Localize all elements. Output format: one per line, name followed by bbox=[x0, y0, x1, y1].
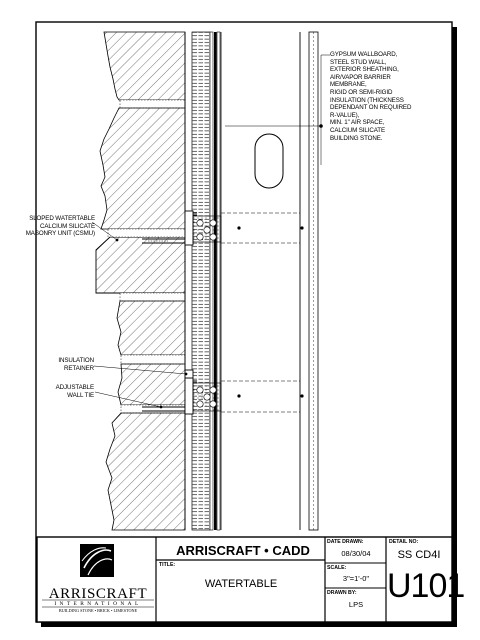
stone-unit bbox=[117, 363, 186, 406]
wall-tie-lower bbox=[142, 369, 304, 415]
leader-lines bbox=[91, 54, 330, 409]
note-line: AIR/VAPOR BARRIER bbox=[330, 73, 391, 81]
date-value: 08/30/04 bbox=[341, 549, 371, 558]
note-line: MEMBRANE, bbox=[330, 81, 367, 89]
note-line: RIGID OR SEMI-RIGID bbox=[330, 88, 393, 96]
sheathing-board bbox=[216, 31, 221, 531]
mortar-joint bbox=[120, 354, 186, 365]
note-insulation-retainer: INSULATION RETAINER bbox=[40, 357, 94, 372]
note-line: INSULATION bbox=[58, 357, 94, 364]
arriscraft-logo-mark bbox=[80, 544, 114, 577]
company-cadd-heading: ARRISCRAFT • CADD bbox=[176, 543, 310, 558]
note-line: DEPENDANT ON REQUIRED bbox=[330, 104, 412, 112]
note-line: MASONRY UNIT (CSMU) bbox=[25, 230, 95, 238]
scale-label: SCALE: bbox=[327, 565, 347, 571]
note-wall-assembly: GYPSUM WALLBOARD, STEEL STUD WALL, EXTER… bbox=[330, 51, 411, 142]
detail-number: U101 bbox=[387, 567, 465, 605]
note-line: RETAINER bbox=[63, 364, 94, 372]
mortar-joint bbox=[120, 404, 186, 414]
vapor-barrier bbox=[214, 32, 217, 530]
mortar-joint bbox=[107, 228, 186, 238]
detail-code: SS CD4I bbox=[397, 549, 441, 561]
stone-unit bbox=[105, 412, 186, 531]
note-line: WALL TIE bbox=[67, 391, 94, 399]
detail-number-label: DETAIL No: bbox=[389, 539, 419, 545]
logo-subtitle: INTERNATIONAL bbox=[54, 601, 142, 607]
sheet-border bbox=[35, 21, 457, 627]
note-line: EXTERIOR SHEATHING, bbox=[330, 66, 399, 74]
stone-unit bbox=[103, 31, 186, 101]
logo-tagline: BUILDING STONE • BRICK • LIMESTONE bbox=[58, 608, 138, 613]
note-line: SLOPED WATERTABLE bbox=[29, 215, 95, 222]
title-block bbox=[36, 536, 453, 623]
note-line: ADJUSTABLE bbox=[55, 384, 95, 391]
note-line: BUILDING STONE. bbox=[330, 134, 383, 142]
logo-company-name: ARRISCRAFT bbox=[48, 586, 148, 602]
wall-tie-upper bbox=[142, 210, 304, 246]
drawing-title: WATERTABLE bbox=[204, 578, 278, 590]
exterior-sheathing bbox=[209, 31, 214, 531]
rigid-insulation bbox=[191, 31, 211, 531]
scale-value: 3"=1'-0" bbox=[342, 574, 370, 583]
date-label: DATE DRAWN: bbox=[327, 539, 364, 545]
mortar-joint bbox=[119, 99, 186, 109]
stone-unit bbox=[116, 300, 186, 356]
note-line: INSULATION (THICKNESS bbox=[330, 96, 404, 104]
note-line: CALCIUM SILICATE bbox=[330, 126, 386, 134]
stud-knockout bbox=[254, 133, 284, 189]
drawn-by-value: LPS bbox=[348, 600, 364, 609]
note-line: STEEL STUD WALL, bbox=[330, 58, 387, 66]
note-wall-tie: ADJUSTABLE WALL TIE bbox=[40, 384, 95, 399]
note-line: R-VALUE), bbox=[330, 111, 360, 119]
note-line: MIN. 1" AIR SPACE, bbox=[330, 119, 385, 127]
stone-unit bbox=[99, 107, 186, 230]
title-label: TITLE: bbox=[159, 562, 176, 568]
mortar-joint bbox=[119, 292, 186, 302]
watertable-unit bbox=[95, 236, 186, 294]
note-line: GYPSUM WALLBOARD, bbox=[330, 51, 398, 58]
stone-veneer bbox=[95, 31, 186, 531]
note-line: CALCIUM SILICATE bbox=[39, 222, 95, 230]
drawn-by-label: DRAWN BY: bbox=[327, 590, 357, 596]
note-watertable: SLOPED WATERTABLE CALCIUM SILICATE MASON… bbox=[20, 215, 95, 238]
